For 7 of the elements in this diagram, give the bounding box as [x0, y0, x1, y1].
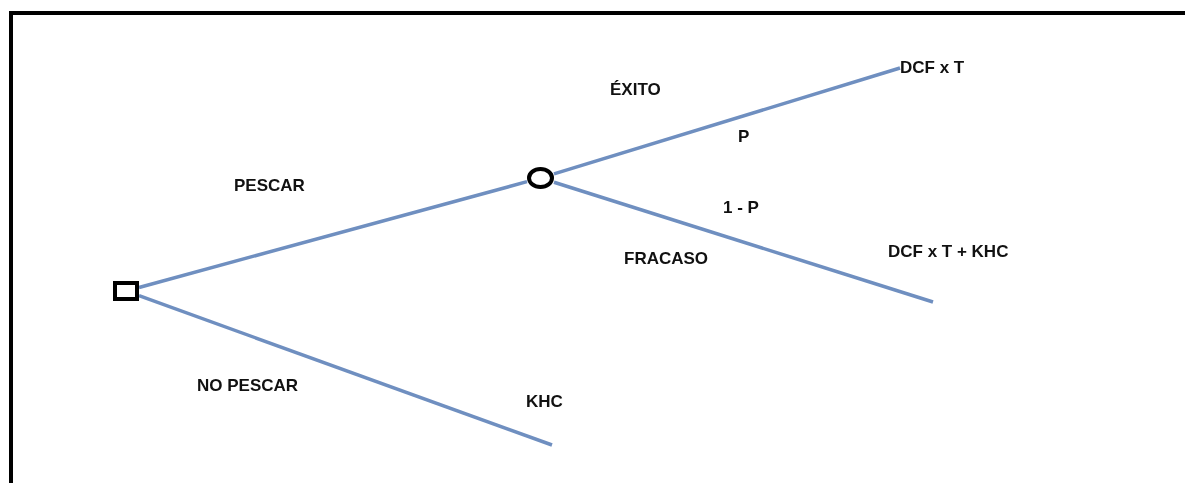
- outcome-text: DCF x T + KHC: [888, 242, 1009, 262]
- outcome-text: KHC: [526, 392, 563, 412]
- outcome-text: DCF x T: [900, 58, 965, 78]
- branch-line: [553, 66, 901, 176]
- branch-line: [138, 294, 553, 447]
- branch-line: [553, 180, 934, 304]
- branch-line: [138, 180, 528, 290]
